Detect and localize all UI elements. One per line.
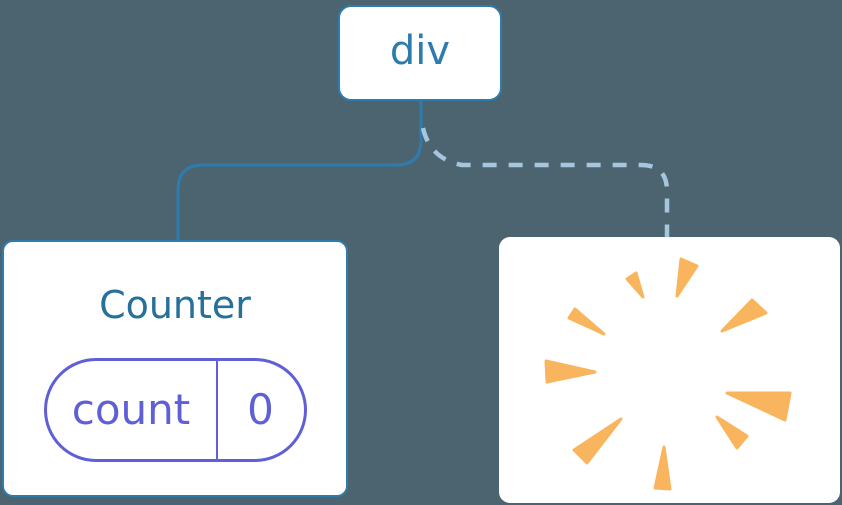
poof-burst-icon xyxy=(544,257,792,491)
root-node-label: div xyxy=(389,28,451,74)
removed-node xyxy=(499,237,840,503)
root-node-div: div xyxy=(338,5,502,101)
state-key-label: count xyxy=(71,385,191,434)
edge-div-to-removed xyxy=(420,127,670,237)
counter-node-title: Counter xyxy=(99,283,251,327)
edge-div-to-counter xyxy=(176,100,423,240)
state-value-label: 0 xyxy=(247,385,274,434)
state-key-cell: count xyxy=(47,361,216,459)
state-value-cell: 0 xyxy=(215,361,304,459)
counter-node: Counter count 0 xyxy=(2,240,348,497)
state-pill: count 0 xyxy=(43,358,307,462)
